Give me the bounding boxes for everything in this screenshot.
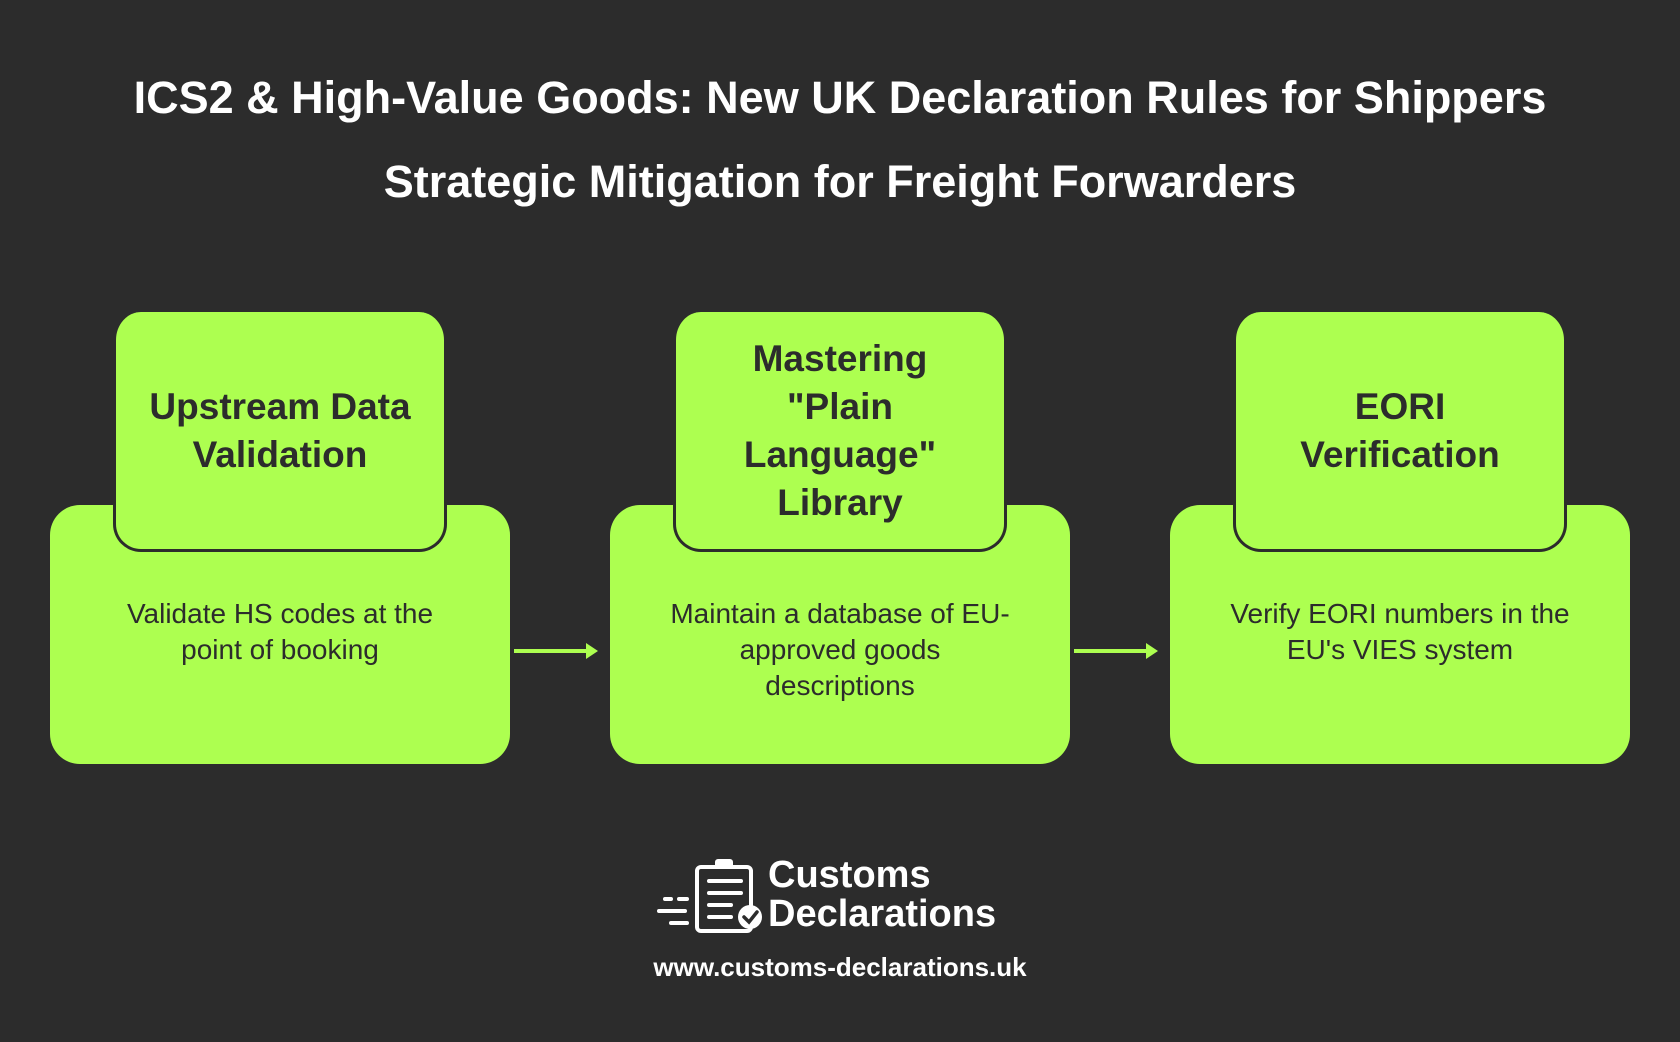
step-heading: EORI Verification bbox=[1300, 385, 1500, 475]
clipboard-check-icon bbox=[657, 859, 762, 933]
logo-line-1: Customs bbox=[768, 854, 931, 896]
step-heading: Upstream Data Validation bbox=[149, 385, 411, 475]
step-description: Verify EORI numbers in the EU's VIES sys… bbox=[1230, 598, 1570, 665]
arrow-right-icon bbox=[514, 643, 598, 659]
step-description: Maintain a database of EU-approved goods… bbox=[670, 598, 1010, 701]
step-heading-box: EORI Verification bbox=[1233, 312, 1567, 552]
page-title: ICS2 & High-Value Goods: New UK Declarat… bbox=[133, 72, 1547, 123]
page-subtitle: Strategic Mitigation for Freight Forward… bbox=[383, 156, 1297, 207]
website-url[interactable]: www.customs-declarations.uk bbox=[653, 952, 1027, 982]
step-heading-box: Upstream Data Validation bbox=[113, 312, 447, 552]
step-description: Validate HS codes at the point of bookin… bbox=[126, 598, 434, 665]
logo-line-2: Declarations bbox=[768, 893, 997, 935]
arrow-right-icon bbox=[1074, 643, 1158, 659]
step-heading-box: Mastering "Plain Language" Library bbox=[673, 312, 1007, 552]
step-heading: Mastering "Plain Language" Library bbox=[743, 337, 937, 523]
